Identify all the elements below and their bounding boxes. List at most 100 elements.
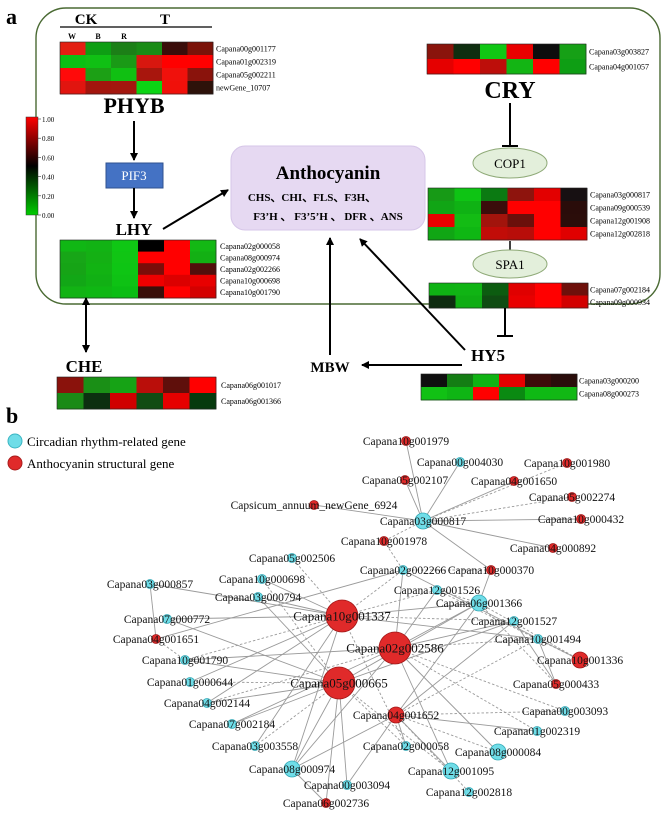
network-legend: Circadian rhythm-related gene Anthocyani… — [7, 433, 186, 471]
che-heat-cell — [189, 377, 217, 394]
gene-node-label: Capana10g001978 — [341, 536, 427, 548]
hy5-heat-cell — [551, 387, 578, 401]
che-title: CHE — [66, 357, 103, 376]
network-edge — [341, 615, 407, 747]
cry-heat-cell — [559, 59, 587, 75]
cop1-heat-cell — [428, 214, 455, 228]
anthocyanin-gene-node — [151, 634, 161, 644]
cop1-gene-label: Capana09g000539 — [590, 204, 650, 213]
che-heat-cell — [189, 393, 217, 410]
hy5-gene-label: Capana03g000200 — [579, 377, 639, 386]
network-edge — [383, 540, 404, 571]
cop1-heat-cell — [560, 188, 588, 202]
lhy-heat-cell — [190, 286, 217, 299]
anthocyanin-gene-node — [509, 476, 519, 486]
cop1-heat-cell — [560, 227, 588, 241]
cop1-heat-cell — [560, 214, 588, 228]
lhy-heat-cell — [112, 286, 139, 299]
gene-node-label: Capana05g002506 — [249, 553, 335, 565]
network-edge — [338, 682, 452, 772]
circadian-gene-node — [287, 553, 297, 563]
cop1-heat-cell — [428, 227, 455, 241]
gene-node-label: Capana12g001527 — [471, 616, 557, 628]
gene-node-label: Capana10g001337 — [293, 609, 391, 624]
network-edge — [184, 647, 396, 661]
che-heat-cell — [163, 377, 190, 394]
anthocyanin-gene-node — [379, 536, 389, 546]
network-edge — [254, 682, 340, 747]
phyb-heat-cell — [85, 68, 112, 82]
hy5-heat-cell — [499, 387, 526, 401]
cry-heat-cell — [506, 59, 534, 75]
network-edge — [394, 647, 452, 772]
circadian-gene-node — [509, 616, 519, 626]
lhy-heat-cell — [60, 240, 87, 252]
network-edge — [257, 596, 340, 684]
che-heat-cell — [83, 393, 111, 410]
network-edge — [537, 638, 557, 685]
cop1-heat-cell — [454, 227, 482, 241]
network-edge — [291, 647, 396, 770]
network-edge — [341, 589, 438, 617]
gene-node-label: Capana04g001651 — [113, 634, 199, 646]
cop1-heat-cell — [507, 188, 535, 202]
phyb-heat-cell — [85, 42, 112, 56]
phyb-heat-cell — [85, 81, 112, 95]
cry-heat-cell — [427, 59, 454, 75]
phyb-heat-cell — [60, 81, 86, 95]
cop1-heat-cell — [481, 227, 508, 241]
gene-node-label: Capana04g002144 — [164, 698, 250, 710]
circadian-gene-node — [489, 743, 507, 761]
hy5-heat-cell — [525, 374, 552, 388]
gene-node-label: Capana03g000857 — [107, 579, 193, 591]
cop1-heat-cell — [534, 214, 561, 228]
phyb-heat-cell — [111, 55, 137, 69]
scale-tick-label: 0.40 — [42, 174, 55, 182]
gene-node-label: Capana05g000665 — [290, 676, 387, 691]
scale-tick-label: 0.60 — [42, 154, 55, 162]
spa1-heat-cell — [455, 295, 483, 309]
gene-node-label: Capana00g003093 — [522, 706, 608, 718]
network-edge — [206, 615, 343, 704]
gene-node-label: Capana01g000644 — [147, 677, 233, 689]
gene-node-label: Capana04g000892 — [510, 543, 596, 555]
network-edge — [422, 520, 492, 571]
network-edge — [422, 462, 568, 522]
circadian-gene-node — [455, 457, 465, 467]
che-gene-label: Capana06g001366 — [221, 397, 281, 406]
network-edge — [395, 714, 538, 732]
scale-tick-label: 0.20 — [42, 193, 55, 201]
gene-node-label: Capana07g000772 — [124, 614, 210, 626]
anthocyanin-gene-node — [486, 565, 496, 575]
lhy-heat-cell — [164, 263, 191, 276]
gene-node-label: Capana10g001979 — [363, 436, 449, 448]
network-edge — [149, 583, 157, 640]
gene-node-label: Capana10g001494 — [495, 634, 581, 646]
anthocyanin-genes-line1: CHS、CHI、FLS、F3H、 — [248, 192, 376, 204]
anthocyanin-box — [230, 145, 426, 231]
lhy-heat-cell — [112, 263, 139, 276]
phyb-heat-cell — [85, 55, 112, 69]
network-edge — [338, 682, 348, 786]
cry-gene-label: Capana03g003827 — [589, 48, 649, 57]
gene-node-label: Capana03g000794 — [215, 592, 301, 604]
hy5-heat-cell — [525, 387, 552, 401]
spa1-heat-cell — [482, 295, 509, 309]
network-edge — [184, 615, 343, 661]
gene-node-label: Capana10g001336 — [537, 655, 623, 667]
anthocyanin-gene-node — [551, 679, 561, 689]
network-edge — [394, 647, 566, 712]
network-edge — [394, 647, 499, 753]
phyb-heat-cell — [187, 55, 214, 69]
anthocyanin-gene-node — [548, 543, 558, 553]
network-edge — [155, 638, 186, 661]
cop1-heat-cell — [534, 201, 561, 215]
che-heat-cell — [110, 377, 137, 394]
circadian-gene-node — [257, 574, 267, 584]
hy5-heat-border — [420, 373, 578, 401]
phyb-heat-cell — [162, 42, 188, 56]
cop1-heat-cell — [454, 188, 482, 202]
network-edges — [149, 440, 582, 804]
